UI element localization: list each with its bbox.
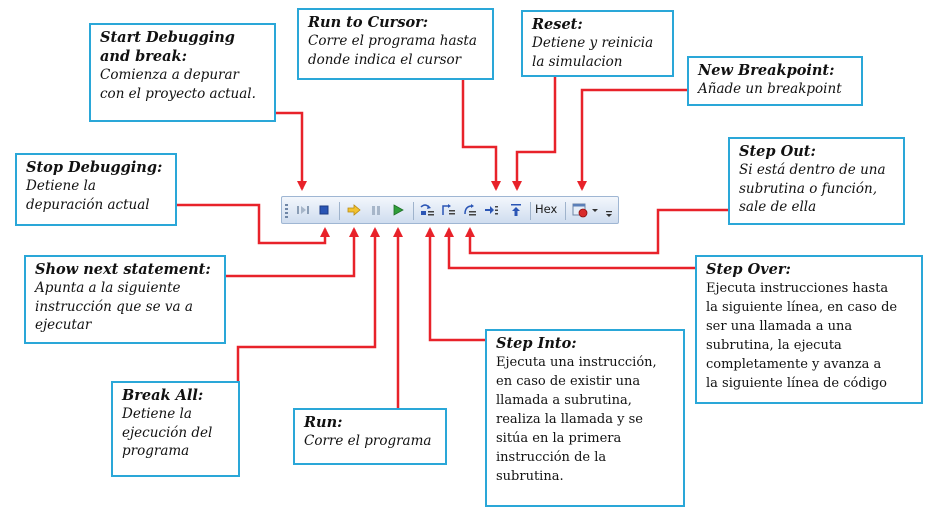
start-debugging-icon[interactable] [295, 202, 311, 218]
arrow-new-breakpoint [577, 88, 688, 191]
callout-start-debugging: Start Debugging and break: Comienza a de… [89, 23, 276, 122]
arrow-reset [512, 76, 557, 191]
separator [413, 202, 414, 220]
callout-title: Stop Debugging: [26, 159, 163, 176]
callout-run-to-cursor: Run to Cursor: Corre el programa hasta d… [297, 8, 494, 80]
arrow-start-debugging [276, 111, 307, 191]
callout-description: Detiene la depuración actual [26, 178, 150, 213]
callout-title: New Breakpoint: [698, 62, 835, 79]
callout-title: Reset: [532, 16, 583, 33]
reset-icon[interactable] [508, 202, 524, 218]
callout-description: Detiene y reinicia la simulacion [532, 35, 654, 70]
callout-reset: Reset: Detiene y reinicia la simulacion [521, 10, 674, 77]
callout-break-all: Break All: Detiene la ejecución del prog… [111, 381, 240, 477]
separator [565, 202, 566, 220]
toolbar-options-icon[interactable] [604, 205, 614, 221]
run-icon[interactable] [390, 202, 406, 218]
callout-title: Step Into: [496, 335, 577, 352]
callout-description: Añade un breakpoint [698, 81, 842, 97]
callout-step-over: Step Over: Ejecuta instrucciones hasta l… [695, 255, 923, 404]
new-breakpoint-icon[interactable] [572, 202, 588, 218]
separator [339, 202, 340, 220]
callout-description: Detiene la ejecución del programa [122, 406, 213, 459]
callout-show-next-statement: Show next statement: Apunta a la siguien… [24, 255, 226, 344]
break-all-icon[interactable] [368, 202, 384, 218]
step-over-icon[interactable] [440, 202, 456, 218]
callout-title: Step Out: [739, 143, 816, 160]
callout-title: Start Debugging and break: [100, 29, 235, 65]
debug-toolbar: Hex [281, 196, 619, 224]
show-next-statement-icon[interactable] [346, 202, 362, 218]
callout-new-breakpoint: New Breakpoint: Añade un breakpoint [687, 56, 863, 106]
callout-title: Run: [304, 414, 343, 431]
callout-description: Si está dentro de una subrutina o funció… [739, 162, 886, 215]
step-into-icon[interactable] [419, 202, 435, 218]
callout-description: Corre el programa hasta donde indica el … [308, 33, 477, 68]
callout-stop-debugging: Stop Debugging: Detiene la depuración ac… [15, 153, 177, 226]
callout-title: Run to Cursor: [308, 14, 429, 31]
chevron-down-icon[interactable] [590, 202, 600, 218]
callout-run: Run: Corre el programa [293, 408, 447, 465]
stop-icon[interactable] [316, 202, 332, 218]
callout-step-into: Step Into: Ejecuta una instrucción, en c… [485, 329, 685, 507]
callout-title: Break All: [122, 387, 204, 404]
run-to-cursor-icon[interactable] [483, 202, 499, 218]
step-out-icon[interactable] [461, 202, 477, 218]
separator [530, 202, 531, 220]
arrow-step-out [465, 208, 733, 255]
callout-step-out: Step Out: Si está dentro de una subrutin… [728, 137, 905, 225]
arrow-run-to-cursor [461, 79, 501, 191]
callout-title: Step Over: [706, 261, 791, 278]
callout-description: Apunta a la siguiente instrucción que se… [35, 280, 193, 333]
callout-description: Corre el programa [304, 433, 432, 449]
arrow-step-over [444, 227, 695, 270]
arrow-step-into [425, 227, 485, 342]
hex-button[interactable]: Hex [535, 202, 558, 216]
arrow-stop-debugging [176, 203, 330, 245]
grip-icon[interactable] [285, 204, 288, 218]
callout-description: Ejecuta instrucciones hasta la siguiente… [706, 281, 898, 391]
callout-description: Ejecuta una instrucción, en caso de exis… [496, 355, 657, 484]
arrow-show-next-statement [226, 227, 359, 278]
callout-description: Comienza a depurar con el proyecto actua… [100, 67, 256, 102]
callout-title: Show next statement: [35, 261, 211, 278]
arrow-break-all [236, 227, 380, 381]
